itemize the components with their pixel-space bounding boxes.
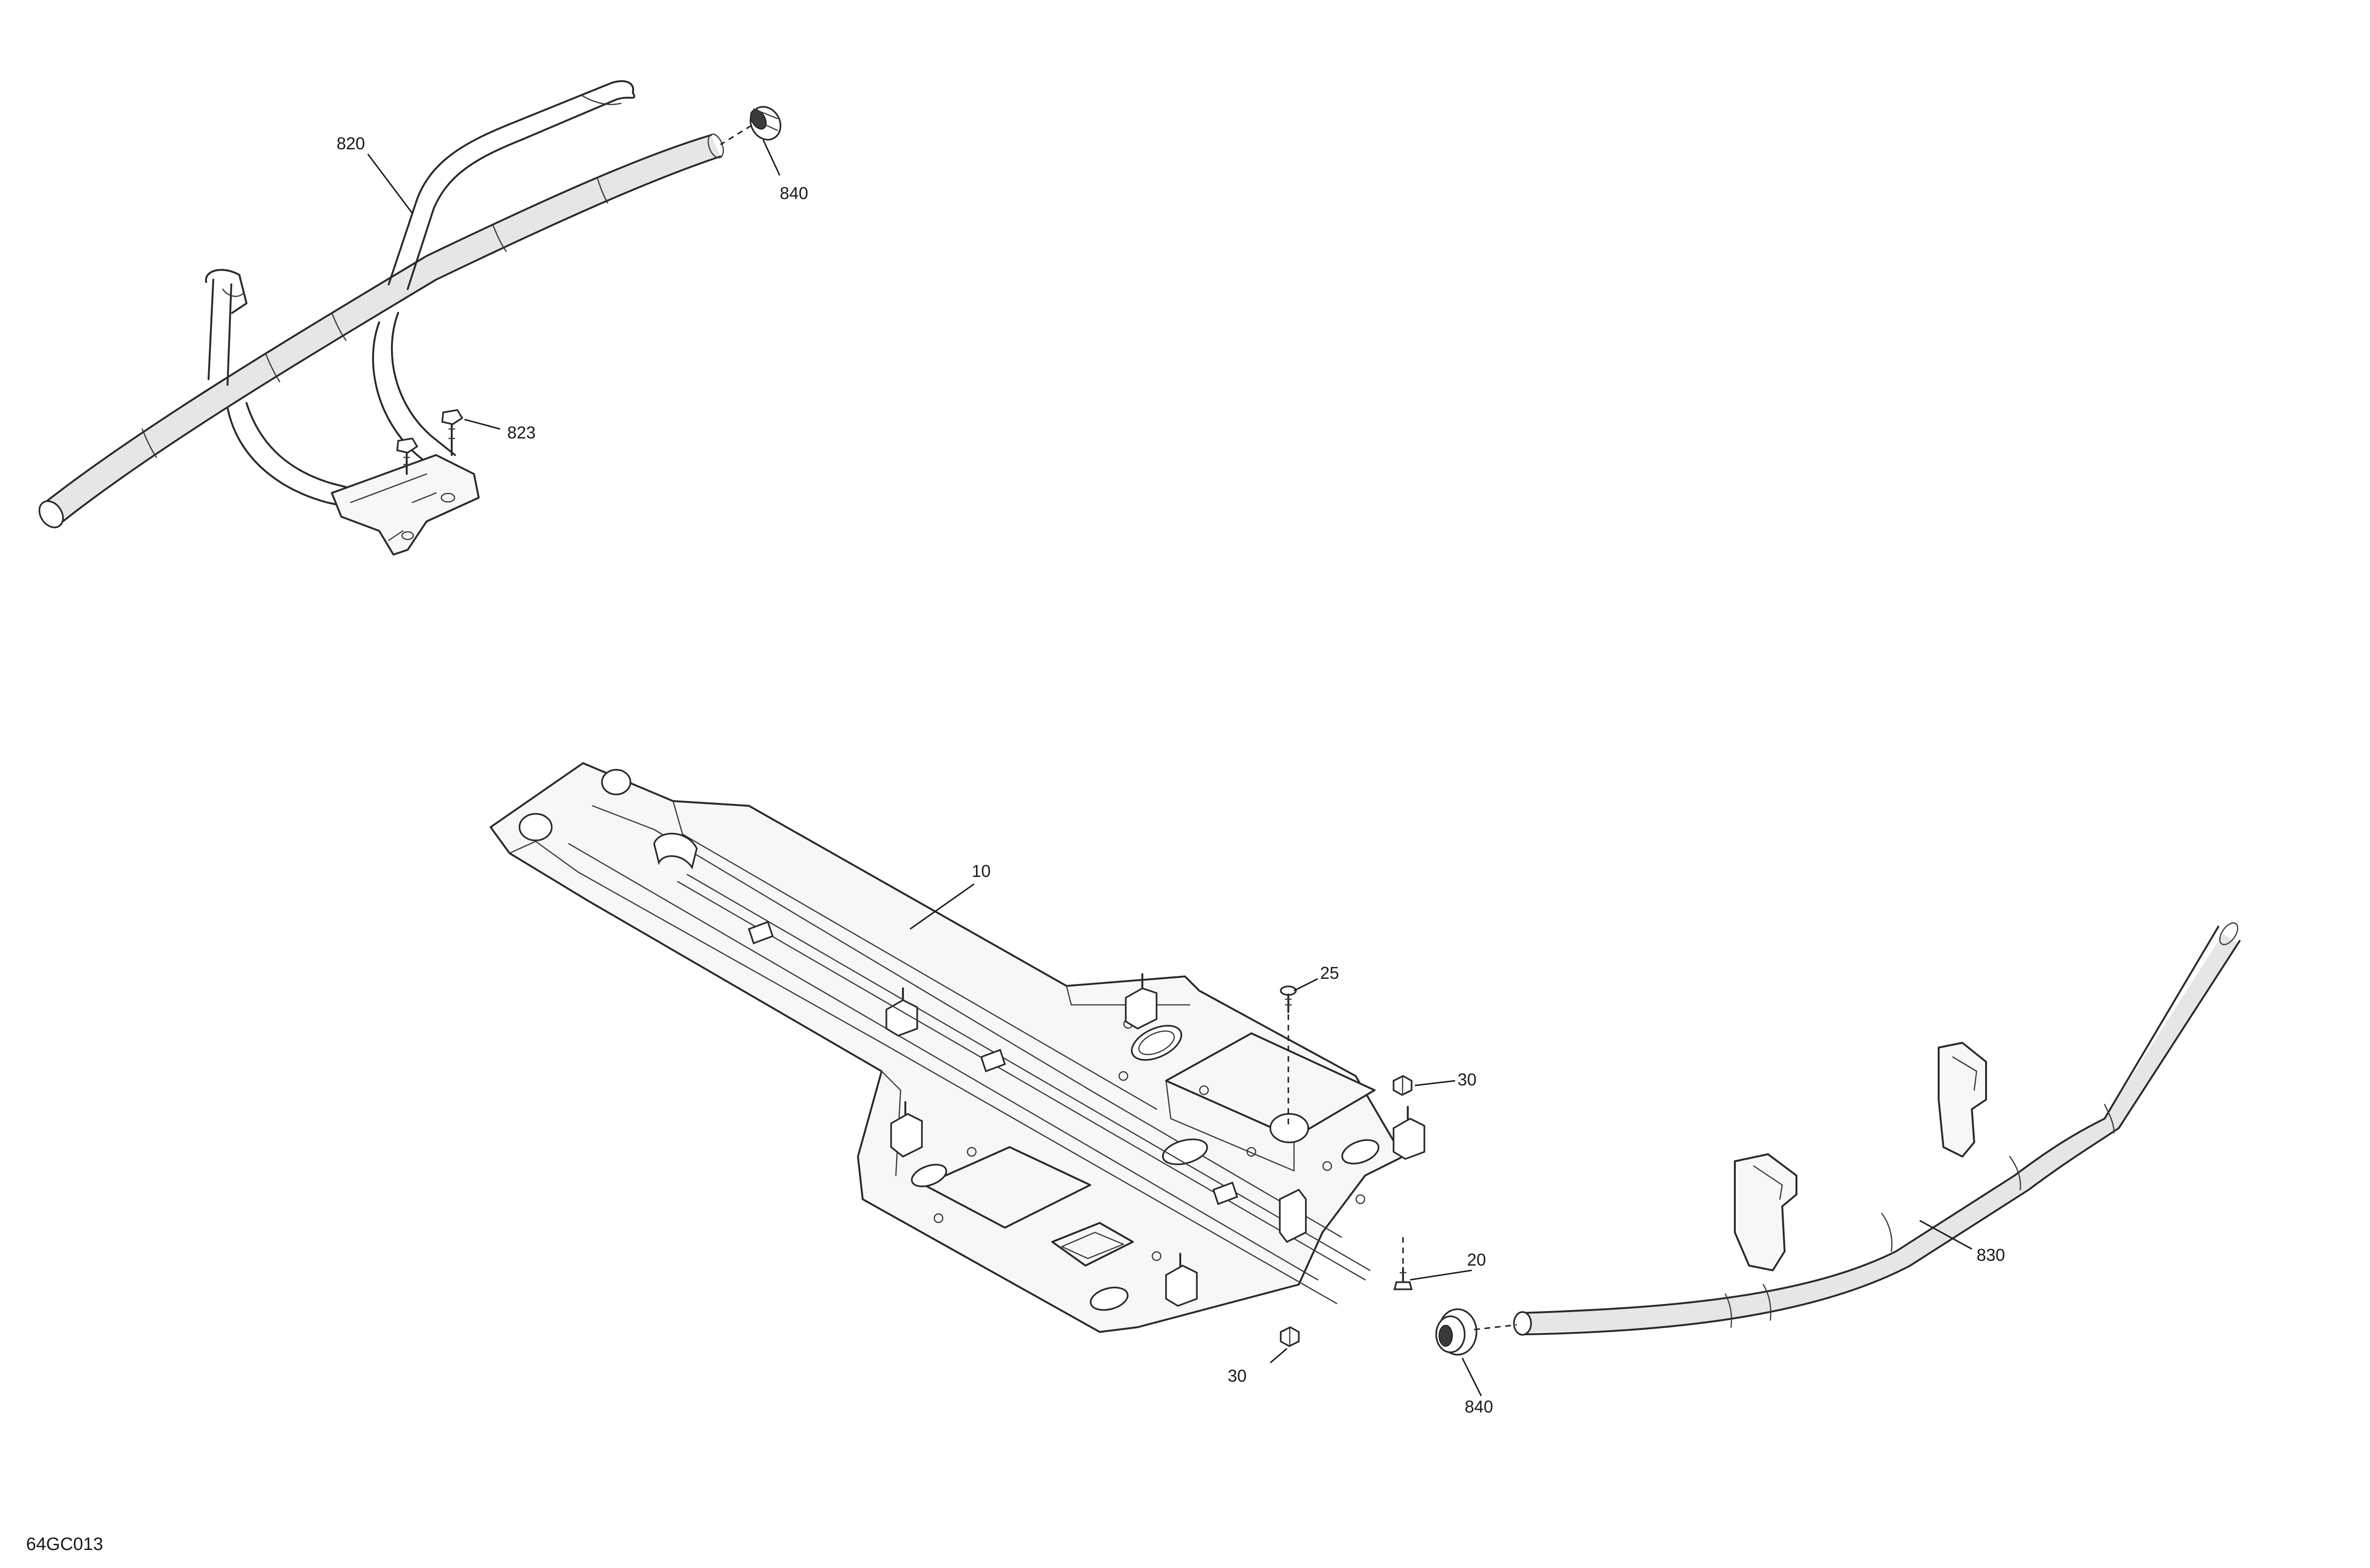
leader-lines [367,139,1972,1396]
bolt-823-set [396,409,464,475]
callout-30-bottom: 30 [1228,1366,1247,1386]
skid-plate-10 [490,762,1425,1333]
nut-30-right [1393,1075,1413,1096]
end-cap-840-lower [1435,1308,1477,1356]
callout-823: 823 [507,423,536,442]
rail-assembly-820 [38,80,724,556]
nut-30-bottom [1280,1326,1300,1347]
screw-25 [1280,985,1297,1013]
end-cap-840-upper [749,106,782,141]
callout-25: 25 [1320,963,1339,983]
rail-assembly-830 [1513,922,2241,1336]
callout-830: 830 [1977,1245,2005,1265]
callout-30-right: 30 [1458,1070,1477,1089]
bolt-20 [1393,1237,1413,1290]
callout-20: 20 [1467,1250,1486,1269]
callout-820: 820 [337,134,365,153]
callout-10: 10 [972,861,991,881]
figure-code: 64GC013 [26,1534,103,1554]
callout-840-upper: 840 [780,183,808,203]
callout-840-lower: 840 [1465,1397,1493,1416]
